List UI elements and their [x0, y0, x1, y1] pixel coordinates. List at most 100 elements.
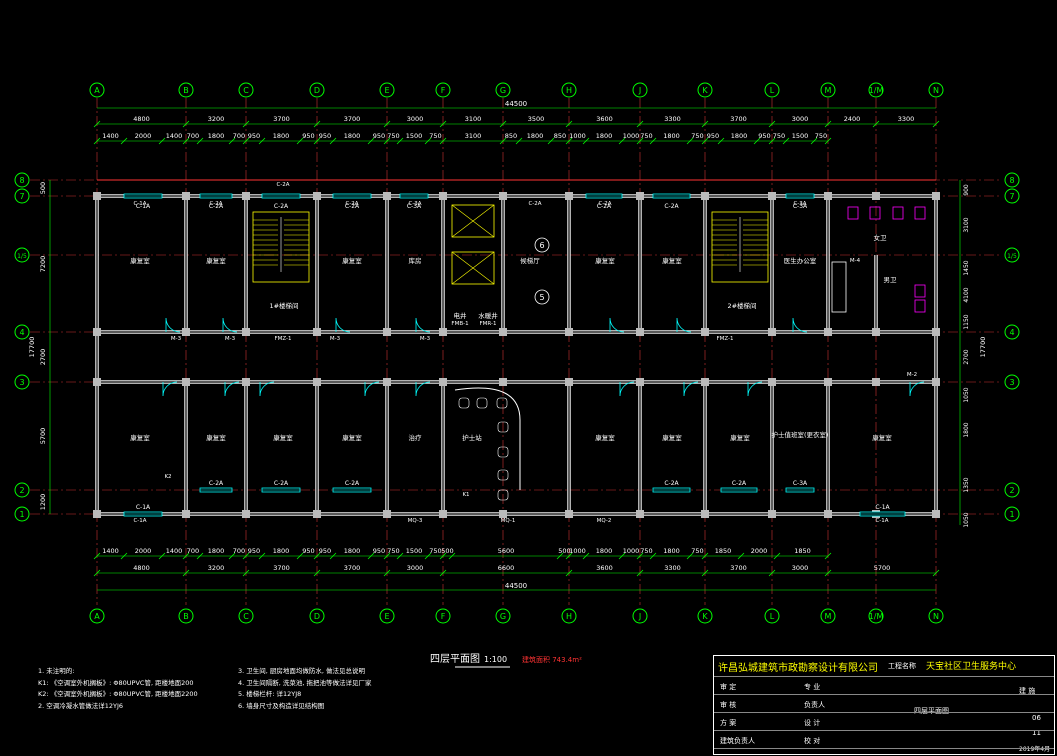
- column: [383, 328, 391, 336]
- dimension-label: 950: [758, 132, 770, 140]
- axis-bubble: [632, 608, 648, 624]
- axis-bubble: [178, 608, 194, 624]
- window-tag: C-2A: [732, 480, 747, 487]
- tag-label: M-3: [171, 336, 182, 342]
- note-line: 1. 未注明的:: [38, 667, 75, 675]
- column: [313, 192, 321, 200]
- window-tag: C-2A: [664, 203, 679, 210]
- axis-bubble: [14, 247, 30, 263]
- column: [872, 192, 880, 200]
- axis-label: L: [770, 86, 775, 95]
- axis-bubble: [1004, 188, 1020, 204]
- dimension-label: 5600: [498, 547, 515, 555]
- dimension-label: 750: [429, 547, 441, 555]
- column: [313, 328, 321, 336]
- column: [242, 378, 250, 386]
- column: [439, 192, 447, 200]
- tag-label: C-2A: [345, 201, 358, 207]
- axis-label: K: [702, 612, 708, 621]
- dimension-label: 850: [505, 132, 517, 140]
- chair: [458, 397, 470, 409]
- dimension-label: 2400: [844, 115, 861, 123]
- column: [565, 328, 573, 336]
- dimension-label: 2000: [751, 547, 768, 555]
- dimension-label: 3000: [792, 115, 809, 123]
- dimension-label: 750: [691, 547, 703, 555]
- dimension-label: 3500: [528, 115, 545, 123]
- dimension-label: 17700: [28, 337, 36, 358]
- dimension-label: 1400: [166, 547, 183, 555]
- column: [824, 378, 832, 386]
- room-label: 康复室: [872, 433, 892, 442]
- tag-label: C-3A: [408, 201, 421, 207]
- elevator-shaft: [451, 251, 495, 285]
- title-block-role: 专 业: [804, 683, 821, 691]
- dimension-label: 2000: [135, 132, 152, 140]
- dimension-label: 950: [319, 547, 331, 555]
- axis-bubble: [379, 82, 395, 98]
- room-label: 治疗: [409, 433, 423, 442]
- drawing-name: 四层平面图: [914, 707, 949, 715]
- door-swing: [415, 381, 431, 397]
- dimension-label: 700: [233, 132, 245, 140]
- column: [182, 510, 190, 518]
- axis-label: 1/M: [869, 86, 884, 95]
- tag-label: M-4: [850, 258, 861, 264]
- window-tag: C-2A: [597, 203, 612, 210]
- door-swing: [259, 381, 275, 397]
- dimension-label: 950: [373, 132, 385, 140]
- dimension-label: 750: [429, 132, 441, 140]
- axis-label: 1/5: [17, 253, 27, 260]
- axis-label: 3: [1009, 378, 1014, 387]
- axis-bubble: [309, 82, 325, 98]
- tag-label: FMR-1: [480, 321, 497, 327]
- axis-label: 8: [19, 176, 24, 185]
- window-tag: C-2A: [209, 203, 224, 210]
- room-label: 水暖井: [478, 311, 498, 320]
- chair: [497, 469, 509, 481]
- axis-bubble: [14, 374, 30, 390]
- door-swing: [747, 381, 763, 397]
- window-tag: C-2A: [274, 480, 289, 487]
- column: [872, 328, 880, 336]
- chair: [497, 421, 509, 433]
- axis-label: G: [500, 86, 506, 95]
- axis-label: E: [384, 612, 389, 621]
- axis-bubble: [1004, 506, 1020, 522]
- plan-scale: 1:100: [484, 655, 507, 664]
- dimension-label: 3000: [407, 115, 424, 123]
- dimension-label: 3300: [664, 564, 681, 572]
- axis-bubble: [868, 608, 884, 624]
- toilet-fixture: [869, 206, 881, 220]
- dimension-label: 1400: [166, 132, 183, 140]
- dimension-label: 1000: [623, 132, 640, 140]
- column: [439, 378, 447, 386]
- dimension-label: 3700: [344, 115, 361, 123]
- column: [824, 328, 832, 336]
- total-dimension: 44500: [505, 582, 527, 590]
- dimension-label: 4800: [133, 564, 150, 572]
- dimension-label: 1050: [963, 512, 970, 527]
- column: [439, 510, 447, 518]
- column: [182, 192, 190, 200]
- tag-label: C-2A: [528, 201, 541, 207]
- column: [242, 510, 250, 518]
- page-number: 11: [1032, 729, 1041, 737]
- dimension-label: 1800: [344, 132, 361, 140]
- window-tag: C-1A: [875, 504, 890, 511]
- dimension-label: 1000: [623, 547, 640, 555]
- axis-label: 7: [19, 192, 24, 201]
- axis-bubble: [1004, 374, 1020, 390]
- dimension-label: 750: [387, 132, 399, 140]
- dimension-label: 950: [302, 547, 314, 555]
- sheet-number: 06: [1032, 714, 1041, 722]
- dimension-label: 750: [640, 547, 652, 555]
- dimension-label: 1800: [731, 132, 748, 140]
- room-label: 康复室: [206, 433, 226, 442]
- tag-label: K1: [462, 492, 469, 498]
- dimension-label: 500: [441, 547, 453, 555]
- toilet-fixture: [914, 299, 926, 313]
- dimension-label: 6600: [498, 564, 515, 572]
- tag-label: MQ-3: [408, 518, 423, 524]
